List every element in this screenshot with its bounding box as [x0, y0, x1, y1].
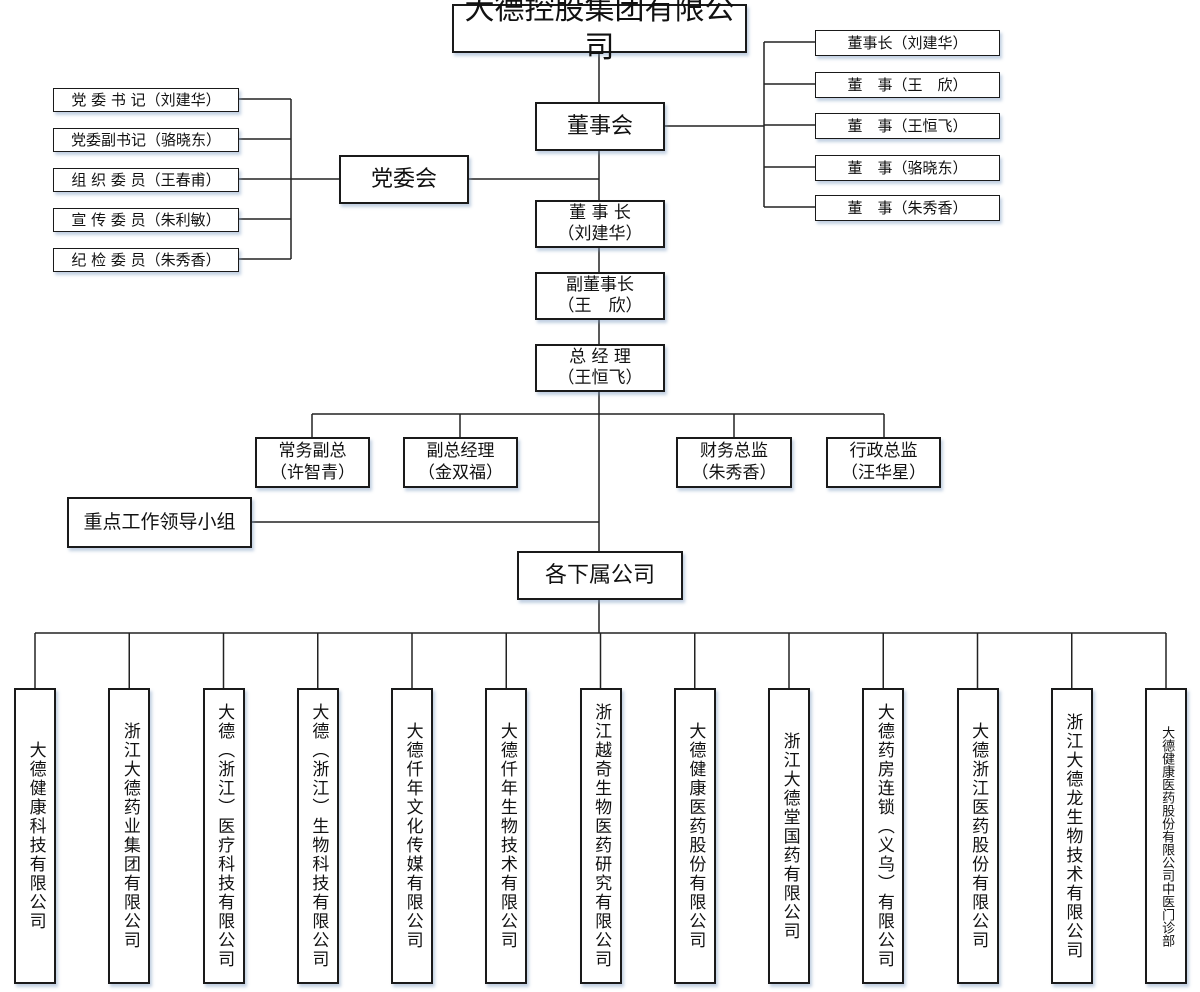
subsidiary-box: 浙江大德堂国药有限公司	[768, 688, 810, 984]
vice-chairman-name: （王 欣）	[557, 296, 643, 316]
executive-title: 副总经理	[426, 441, 495, 462]
party-member-label: 党委副书记（骆晓东）	[70, 130, 221, 149]
board-member-label: 董 事（王恒飞）	[847, 116, 968, 135]
subsidiary-box: 大德健康科技有限公司	[14, 688, 56, 984]
party-member: 纪 检 委 员（朱秀香）	[53, 248, 239, 272]
board-member-label: 董 事（骆晓东）	[847, 158, 968, 177]
executive-box: 副总经理 （金双福）	[403, 437, 518, 488]
vice-chairman-box: 副董事长 （王 欣）	[535, 272, 665, 320]
subsidiary-name: 大德仟年文化传媒有限公司	[402, 722, 423, 950]
board-member-label: 董事长（刘建华）	[847, 33, 968, 52]
executive-name: （汪华星）	[841, 462, 926, 483]
subsidiaries-header: 各下属公司	[517, 551, 683, 600]
general-manager-box: 总 经 理 （王恒飞）	[535, 344, 665, 392]
chairman-name: （刘建华）	[557, 224, 643, 244]
subsidiary-name: 大德（浙江）生物科技有限公司	[308, 703, 329, 969]
subsidiary-box: 浙江越奇生物医药研究有限公司	[579, 688, 622, 984]
key-work-group: 重点工作领导小组	[67, 497, 252, 548]
subsidiary-name: 大德药房连锁（义乌）有限公司	[873, 703, 894, 969]
chairman-box: 董 事 长 （刘建华）	[535, 200, 665, 248]
general-manager-title: 总 经 理	[569, 346, 631, 367]
party-committee: 党委会	[339, 155, 469, 204]
board-member: 董 事（王恒飞）	[815, 113, 1000, 139]
party-member-label: 党 委 书 记（刘建华）	[71, 90, 221, 109]
board-member-label: 董 事（朱秀香）	[847, 198, 968, 217]
subsidiary-name: 大德仟年生物技术有限公司	[496, 722, 517, 950]
executive-name: （朱秀香）	[691, 462, 777, 483]
subsidiary-box: 大德健康医药股份有限公司中医门诊部	[1145, 688, 1187, 984]
subsidiary-box: 大德仟年文化传媒有限公司	[391, 688, 433, 984]
chairman-title: 董 事 长	[569, 202, 631, 223]
subsidiary-name: 大德（浙江）医疗科技有限公司	[214, 703, 235, 969]
executive-box: 行政总监 （汪华星）	[826, 437, 941, 488]
subsidiary-box: 大德（浙江）生物科技有限公司	[296, 688, 339, 984]
subsidiary-box: 大德浙江医药股份有限公司	[956, 688, 999, 984]
board-of-directors: 董事会	[535, 102, 665, 151]
root-company-label: 大德控股集团有限公司	[464, 0, 735, 65]
subsidiary-name: 浙江大德龙生物技术有限公司	[1062, 712, 1083, 960]
subsidiary-box: 浙江大德龙生物技术有限公司	[1050, 688, 1093, 984]
subsidiary-box: 大德仟年生物技术有限公司	[485, 688, 528, 984]
party-member-label: 组 织 委 员（王春甫）	[71, 170, 221, 189]
party-member: 组 织 委 员（王春甫）	[53, 168, 239, 192]
subsidiaries-label: 各下属公司	[544, 562, 655, 588]
subsidiary-name: 浙江大德堂国药有限公司	[779, 731, 800, 941]
subsidiary-box: 浙江大德药业集团有限公司	[108, 688, 151, 984]
board-label: 董事会	[566, 113, 633, 139]
vice-chairman-title: 副董事长	[566, 274, 634, 295]
executive-name: （许智青）	[270, 462, 355, 483]
key-work-group-label: 重点工作领导小组	[83, 510, 236, 533]
party-member-label: 纪 检 委 员（朱秀香）	[71, 250, 221, 269]
party-member: 党委副书记（骆晓东）	[53, 128, 239, 152]
executive-box: 常务副总 （许智青）	[255, 437, 370, 488]
subsidiary-name: 浙江大德药业集团有限公司	[119, 722, 140, 950]
subsidiary-box: 大德健康医药股份有限公司	[673, 688, 716, 984]
subsidiary-name: 浙江越奇生物医药研究有限公司	[591, 703, 612, 969]
party-member: 宣 传 委 员（朱利敏）	[53, 208, 239, 232]
subsidiary-box: 大德（浙江）医疗科技有限公司	[202, 688, 245, 984]
party-member: 党 委 书 记（刘建华）	[53, 88, 239, 112]
subsidiary-name: 大德健康医药股份有限公司	[685, 722, 706, 950]
executive-title: 常务副总	[278, 441, 347, 462]
board-member: 董 事（王 欣）	[815, 72, 1000, 98]
subsidiary-name: 大德健康科技有限公司	[25, 741, 46, 931]
board-member-label: 董 事（王 欣）	[847, 75, 968, 94]
party-member-label: 宣 传 委 员（朱利敏）	[71, 210, 221, 229]
general-manager-name: （王恒飞）	[557, 368, 643, 388]
board-member: 董 事（朱秀香）	[815, 195, 1000, 221]
executive-name: （金双福）	[418, 462, 503, 483]
executive-box: 财务总监 （朱秀香）	[676, 437, 792, 488]
executive-title: 行政总监	[849, 441, 918, 462]
subsidiary-name: 大德健康医药股份有限公司中医门诊部	[1159, 725, 1175, 947]
board-member: 董 事（骆晓东）	[815, 155, 1000, 181]
root-company: 大德控股集团有限公司	[452, 0, 747, 65]
party-label: 党委会	[370, 166, 437, 192]
subsidiary-name: 大德浙江医药股份有限公司	[968, 722, 989, 950]
board-member: 董事长（刘建华）	[815, 30, 1000, 56]
subsidiary-box: 大德药房连锁（义乌）有限公司	[862, 688, 905, 984]
executive-title: 财务总监	[700, 441, 768, 462]
